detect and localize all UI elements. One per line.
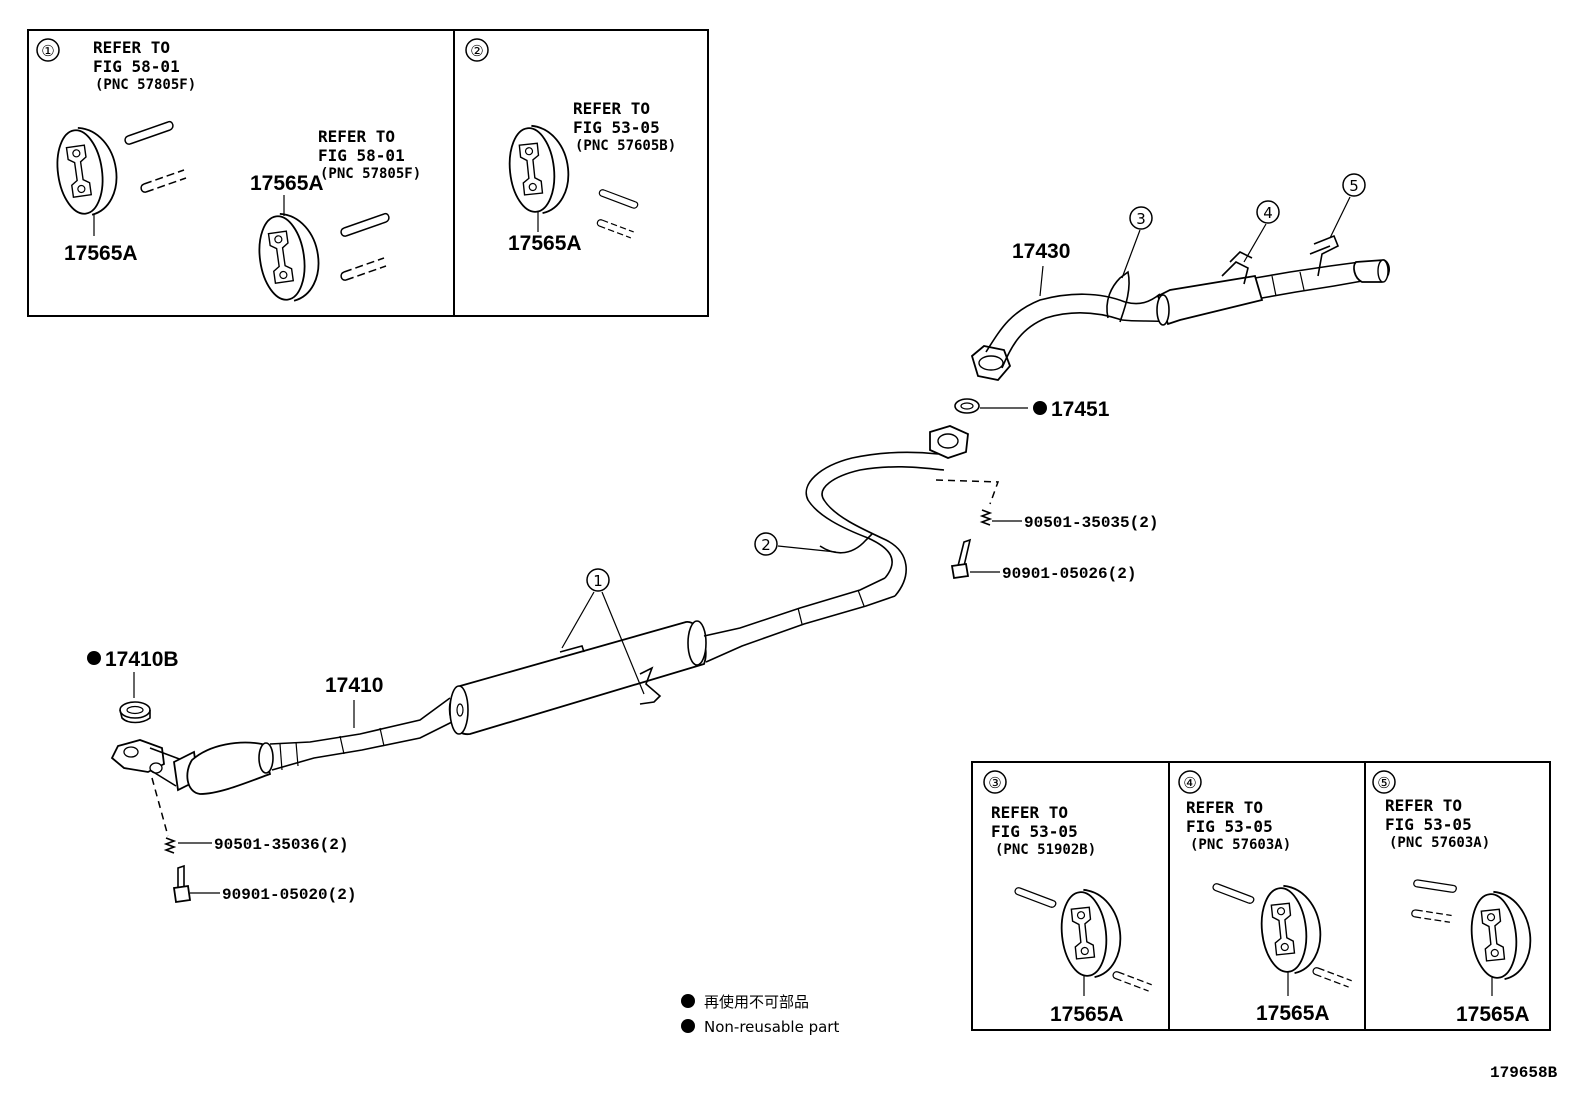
- svg-text:3: 3: [1136, 210, 1146, 228]
- inset-box-1-2: [27, 29, 709, 317]
- inset-5-ref-line2: FIG 53-05: [1385, 815, 1472, 834]
- inset-3: ③ REFER TO FIG 53-05 (PNC 51902B) 17565A: [983, 770, 1154, 1026]
- inset-1-ref-b-pnc: (PNC 57805F): [320, 166, 421, 182]
- inset-1: ① REFER TO FIG 58-01 (PNC 57805F) REFER …: [36, 38, 421, 306]
- part-label-17565A-inset5: 17565A: [1456, 1003, 1530, 1026]
- part-label-90501-35036: 90501-35036(2): [214, 836, 348, 854]
- part-label-17430: 17430: [1012, 240, 1070, 263]
- hanger-rod-c1: [597, 179, 640, 219]
- inset-3-ref-line1: REFER TO: [991, 803, 1068, 822]
- svg-text:5: 5: [1349, 177, 1359, 195]
- inset-4-ref-line2: FIG 53-05: [1186, 817, 1273, 836]
- part-label-17451: 17451: [1051, 398, 1110, 421]
- inset-5-ref-line1: REFER TO: [1385, 796, 1462, 815]
- callout-3: 3: [1121, 206, 1153, 279]
- hanger-insulator-e: [1256, 881, 1326, 977]
- bolt-90901-05020: [172, 864, 220, 904]
- part-label-90901-05020: 90901-05020(2): [222, 886, 356, 904]
- inset-2-number: ②: [470, 42, 483, 60]
- gasket-17410B: [119, 672, 151, 724]
- part-label-17410B: 17410B: [105, 648, 179, 671]
- inset-2-ref-pnc: (PNC 57605B): [575, 138, 676, 154]
- hanger-rod-a2: [140, 169, 187, 193]
- non-reusable-dot-17451: [1033, 401, 1047, 415]
- callout-1: 1: [561, 568, 645, 695]
- svg-text:4: 4: [1263, 204, 1273, 222]
- inset-5-number: ⑤: [1377, 774, 1390, 792]
- legend-english: Non-reusable part: [704, 1018, 839, 1036]
- inset-1-number: ①: [41, 42, 54, 60]
- part-label-90901-05026: 90901-05026(2): [1002, 565, 1136, 583]
- callout-5: 5: [1329, 173, 1366, 239]
- hanger-insulator-c: [504, 121, 574, 217]
- inset-5: ⑤ REFER TO FIG 53-05 (PNC 57603A) 17565A: [1372, 770, 1536, 1026]
- part-label-90501-35035: 90501-35035(2): [1024, 514, 1158, 532]
- callout-2: 2: [754, 532, 837, 556]
- inset-4-ref-line1: REFER TO: [1186, 798, 1263, 817]
- callout-4: 4: [1243, 200, 1280, 263]
- inset-1-ref-b-line2: FIG 58-01: [318, 146, 405, 165]
- inset-3-ref-line2: FIG 53-05: [991, 822, 1078, 841]
- non-reusable-dot-17410B: [87, 651, 101, 665]
- spring-90501-35035: [979, 509, 1022, 526]
- spring-90501-35036: [163, 837, 212, 854]
- inset-1-ref-b-line1: REFER TO: [318, 127, 395, 146]
- svg-text:1: 1: [593, 572, 603, 590]
- hanger-insulator-b: [253, 208, 325, 306]
- inset-1-ref-a-line1: REFER TO: [93, 38, 170, 57]
- legend: 再使用不可部品 Non-reusable part: [681, 993, 839, 1036]
- hanger-rod-a1: [124, 120, 174, 145]
- inset-3-ref-pnc: (PNC 51902B): [995, 842, 1096, 858]
- part-label-17565A-inset2: 17565A: [508, 232, 582, 255]
- front-and-center-pipe: [110, 425, 969, 795]
- inset-4-ref-pnc: (PNC 57603A): [1190, 837, 1291, 853]
- figure-id: 179658B: [1490, 1064, 1558, 1082]
- hanger-insulator-a: [51, 122, 123, 220]
- part-label-17565A-inset4: 17565A: [1256, 1002, 1330, 1025]
- inset-2-ref-line1: REFER TO: [573, 99, 650, 118]
- inset-5-ref-pnc: (PNC 57603A): [1389, 835, 1490, 851]
- part-label-17565A-inset1a: 17565A: [64, 242, 138, 265]
- hanger-rod-b2: [340, 257, 387, 281]
- inset-4-number: ④: [1183, 774, 1196, 792]
- inset-box-3-5: [971, 761, 1551, 1031]
- inset-1-ref-a-pnc: (PNC 57805F): [95, 77, 196, 93]
- svg-text:2: 2: [761, 536, 771, 554]
- hanger-rod-b1: [340, 212, 390, 237]
- inset-1-ref-a-line2: FIG 58-01: [93, 57, 180, 76]
- bolt-90901-05026: [950, 538, 1000, 580]
- part-label-17565A-inset3: 17565A: [1050, 1003, 1124, 1026]
- inset-2: ② REFER TO FIG 53-05 (PNC 57605B) 17565A: [465, 38, 676, 255]
- hanger-insulator-d: [1056, 885, 1126, 981]
- inset-3-number: ③: [988, 774, 1001, 792]
- inset-4: ④ REFER TO FIG 53-05 (PNC 57603A) 17565A: [1178, 770, 1354, 1025]
- tail-pipe-assembly: [970, 234, 1390, 381]
- inset-2-ref-line2: FIG 53-05: [573, 118, 660, 137]
- part-label-17565A-inset1b: 17565A: [250, 172, 324, 195]
- hanger-insulator-f: [1466, 887, 1536, 983]
- part-label-17410: 17410: [325, 674, 383, 697]
- legend-japanese: 再使用不可部品: [704, 993, 809, 1011]
- hanger-rod-c2: [595, 209, 636, 248]
